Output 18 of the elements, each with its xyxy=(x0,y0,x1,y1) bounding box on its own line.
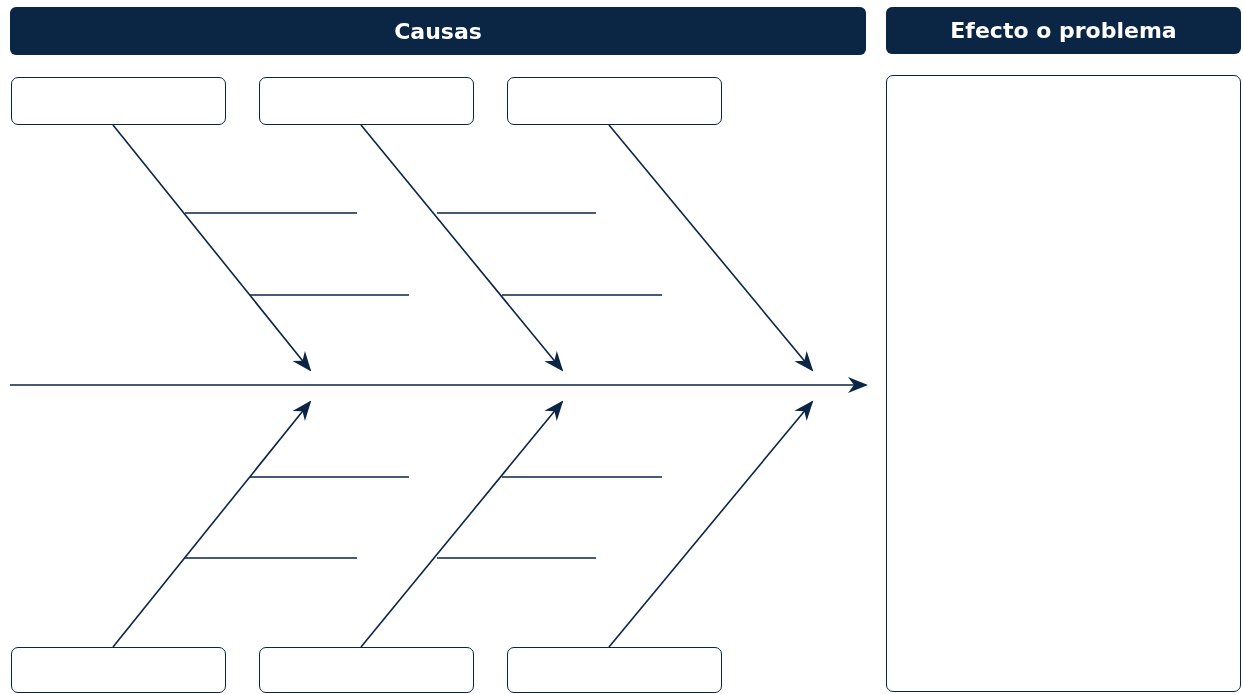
spine-arrow xyxy=(9,377,868,393)
branch-arrow xyxy=(608,124,814,372)
header-bar xyxy=(10,7,866,55)
branch-arrow xyxy=(112,124,312,372)
blank-box xyxy=(259,647,474,693)
header-text: Efecto o problema xyxy=(950,18,1177,43)
header-bar xyxy=(886,7,1241,54)
branch-arrow xyxy=(608,400,814,648)
branch-arrow xyxy=(360,124,564,372)
blank-box xyxy=(11,647,226,693)
blank-box xyxy=(886,75,1241,692)
header-text: Causas xyxy=(394,18,482,44)
branch-arrow xyxy=(360,400,564,648)
branch-arrow xyxy=(112,400,312,648)
blank-box xyxy=(507,647,722,693)
blank-box xyxy=(259,77,474,125)
blank-box xyxy=(507,77,722,125)
blank-box xyxy=(11,77,226,125)
